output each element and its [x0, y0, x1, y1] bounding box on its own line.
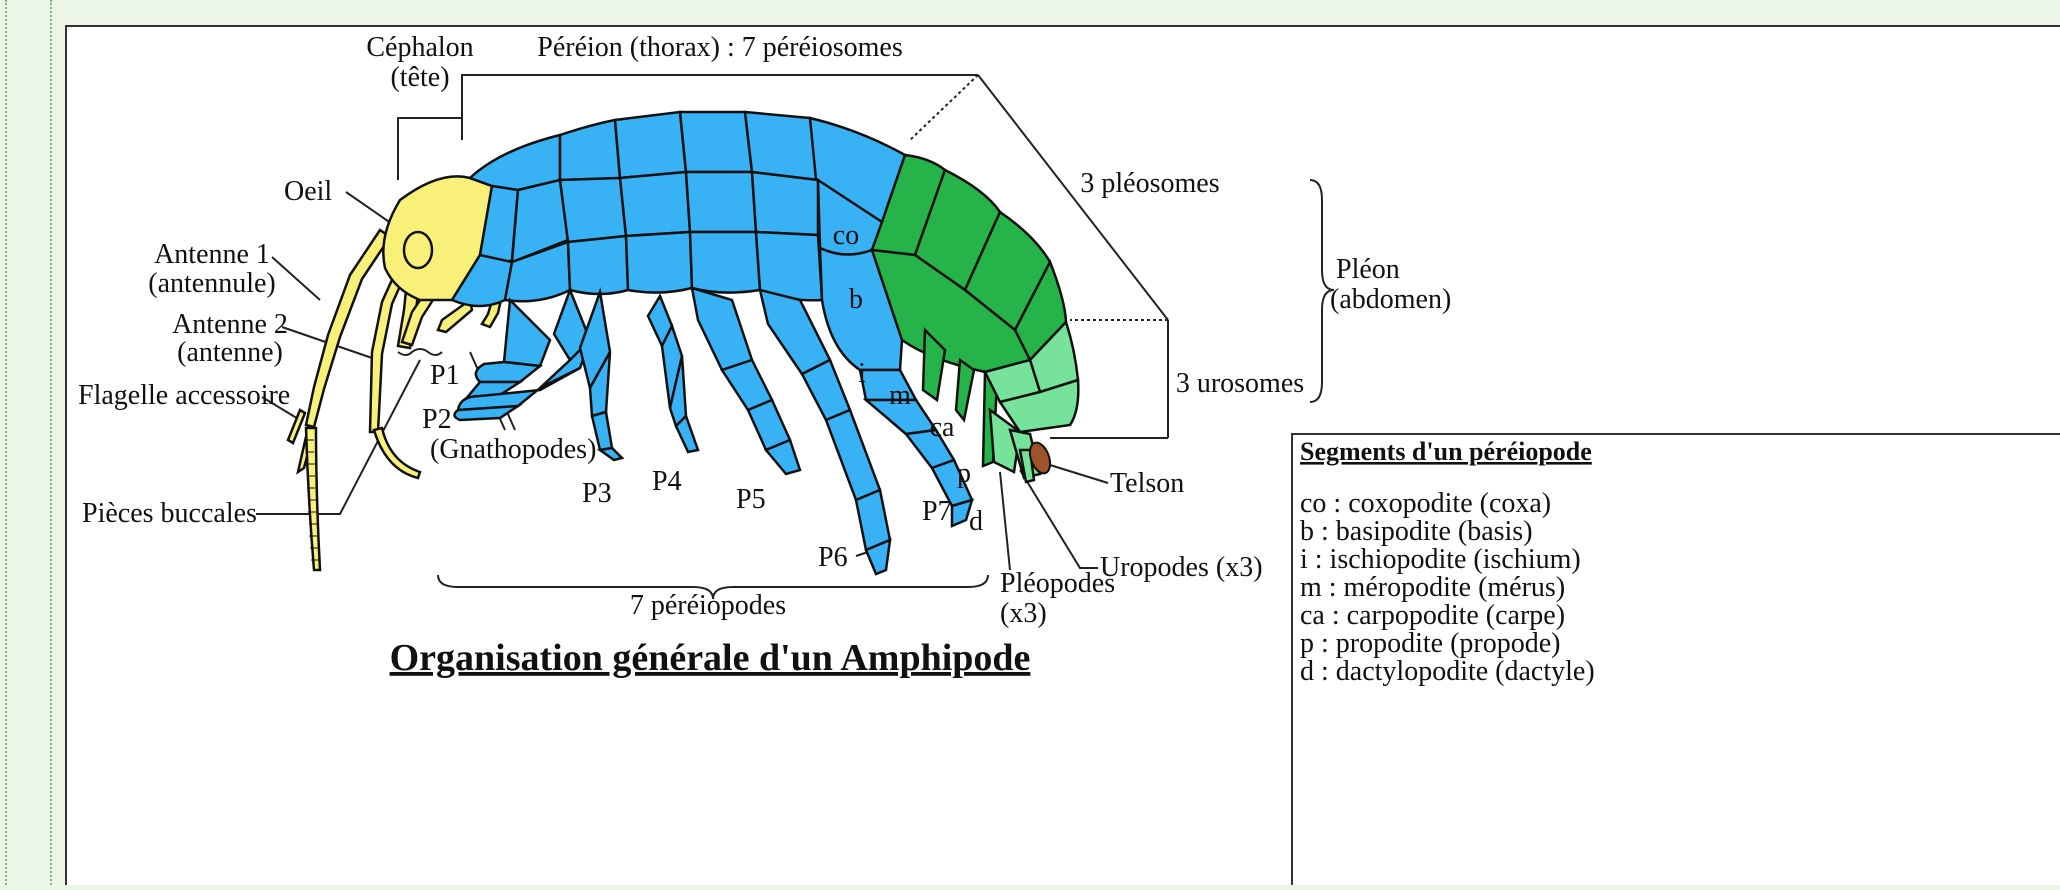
segment-label-co: co [833, 220, 859, 251]
label-p7: P7 [922, 496, 952, 527]
label-antenne1-2: (antennule) [148, 268, 276, 299]
eye [404, 232, 432, 268]
label-urosomes: 3 urosomes [1176, 368, 1304, 399]
label-gnathopodes: (Gnathopodes) [430, 434, 596, 465]
label-p3: P3 [582, 478, 612, 509]
legend-item: b : basipodite (basis) [1300, 516, 1533, 547]
label-p5: P5 [736, 484, 766, 515]
label-p6: P6 [818, 542, 848, 573]
legend-item: p : propodite (propode) [1300, 628, 1561, 659]
label-pleon-2: (abdomen) [1330, 284, 1451, 315]
legend-item: m : méropodite (mérus) [1300, 572, 1565, 603]
page-margin-rule-left [5, 0, 7, 885]
legend-title: Segments d'un péréiopode [1300, 437, 1592, 466]
label-pereion: Péréion (thorax) : 7 péréiosomes [537, 32, 902, 63]
segment-label-i: i [858, 358, 866, 389]
legend: Segments d'un péréiopode co : coxopodite… [1292, 434, 2060, 885]
label-oeil: Oeil [284, 176, 332, 207]
label-p4: P4 [652, 466, 682, 497]
label-pleon-1: Pléon [1336, 254, 1400, 285]
segment-label-d: d [969, 506, 983, 537]
segment-label-ca: ca [930, 412, 955, 443]
label-p1: P1 [430, 360, 460, 391]
label-pleosomes: 3 pléosomes [1080, 168, 1219, 199]
label-pieces-buccales: Pièces buccales [82, 498, 257, 529]
label-antenne2-2: (antenne) [177, 337, 283, 368]
label-pleopodes-1: Pléopodes [1000, 568, 1115, 599]
label-telson: Telson [1110, 468, 1184, 499]
legend-item: ca : carpopodite (carpe) [1300, 600, 1565, 631]
label-uropodes: Uropodes (x3) [1100, 552, 1263, 583]
segment-label-p: p [957, 458, 971, 489]
label-antenne2-1: Antenne 2 [172, 309, 288, 340]
segment-label-b: b [849, 284, 863, 315]
legend-item: d : dactylopodite (dactyle) [1300, 656, 1595, 687]
label-pleopodes-2: (x3) [1000, 598, 1047, 629]
label-cephalon-2: (tête) [390, 62, 449, 93]
page-margin-rule-inner [50, 0, 52, 885]
legend-item: i : ischiopodite (ischium) [1300, 544, 1581, 575]
label-antenne1-1: Antenne 1 [154, 239, 270, 270]
legend-item: co : coxopodite (coxa) [1300, 488, 1551, 519]
label-flagelle: Flagelle accessoire [78, 380, 290, 411]
label-cephalon-1: Céphalon [366, 32, 473, 63]
segment-label-m: m [889, 380, 911, 411]
label-pereiopodes: 7 péréiopodes [630, 590, 786, 621]
label-p2: P2 [422, 404, 452, 435]
page-title: Organisation générale d'un Amphipode [390, 637, 1031, 679]
